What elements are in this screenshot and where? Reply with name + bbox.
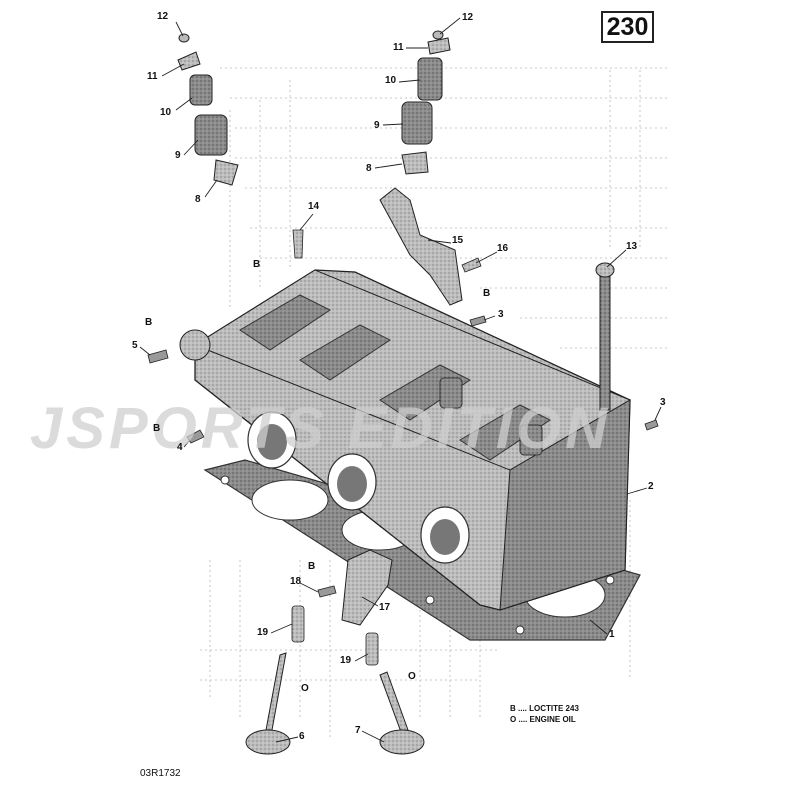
watermark: JSPORTS EDITION (30, 396, 612, 461)
legend-item-loctite: B .... LOCTITE 243 (510, 704, 579, 713)
callout-6: 6 (299, 731, 305, 742)
callout-11: 11 (147, 71, 158, 82)
legend: B .... LOCTITE 243 O .... ENGINE OIL (510, 703, 579, 725)
loctite-symbol: B (145, 317, 153, 328)
callout-8: 8 (195, 194, 201, 205)
loctite-symbol: B (153, 423, 161, 434)
valves (245, 652, 425, 755)
callout-19: 19 (257, 627, 269, 638)
valve-spring-assembly-left (177, 33, 239, 186)
loctite-symbol: B (253, 259, 261, 270)
cylinder-head (179, 269, 632, 611)
callout-5: 5 (132, 340, 138, 351)
callout-12: 12 (462, 12, 474, 23)
callout-9: 9 (374, 120, 380, 131)
loctite-symbol: B (483, 288, 491, 299)
leader-lines (139, 17, 662, 743)
screws (147, 229, 659, 598)
callout-19: 19 (340, 655, 352, 666)
callout-2: 2 (648, 481, 654, 492)
valve-guides (291, 605, 379, 666)
callout-18: 18 (290, 576, 302, 587)
callout-10: 10 (385, 75, 397, 86)
callout-11: 11 (393, 42, 404, 53)
callout-12: 12 (157, 11, 169, 22)
page-number-box: 230 (601, 11, 654, 43)
lifting-bracket (379, 187, 463, 306)
callout-15: 15 (452, 235, 464, 246)
engine-oil-symbol: O (408, 671, 416, 682)
coolant-bracket (341, 549, 393, 626)
head-bolt (595, 262, 615, 411)
callout-3: 3 (498, 309, 504, 320)
callout-3: 3 (660, 397, 666, 408)
callout-1: 1 (609, 629, 615, 640)
callout-4: 4 (177, 442, 183, 453)
callout-16: 16 (497, 243, 509, 254)
loctite-symbol: B (308, 561, 316, 572)
reference-code: 03R1732 (140, 768, 181, 779)
callout-9: 9 (175, 150, 181, 161)
callout-7: 7 (355, 725, 361, 736)
valve-spring-assembly-right (401, 30, 451, 175)
callout-17: 17 (379, 602, 391, 613)
callout-14: 14 (308, 201, 320, 212)
callout-10: 10 (160, 107, 172, 118)
legend-item-engine-oil: O .... ENGINE OIL (510, 715, 576, 724)
callout-8: 8 (366, 163, 372, 174)
engine-oil-symbol: O (301, 683, 309, 694)
callout-13: 13 (626, 241, 638, 252)
